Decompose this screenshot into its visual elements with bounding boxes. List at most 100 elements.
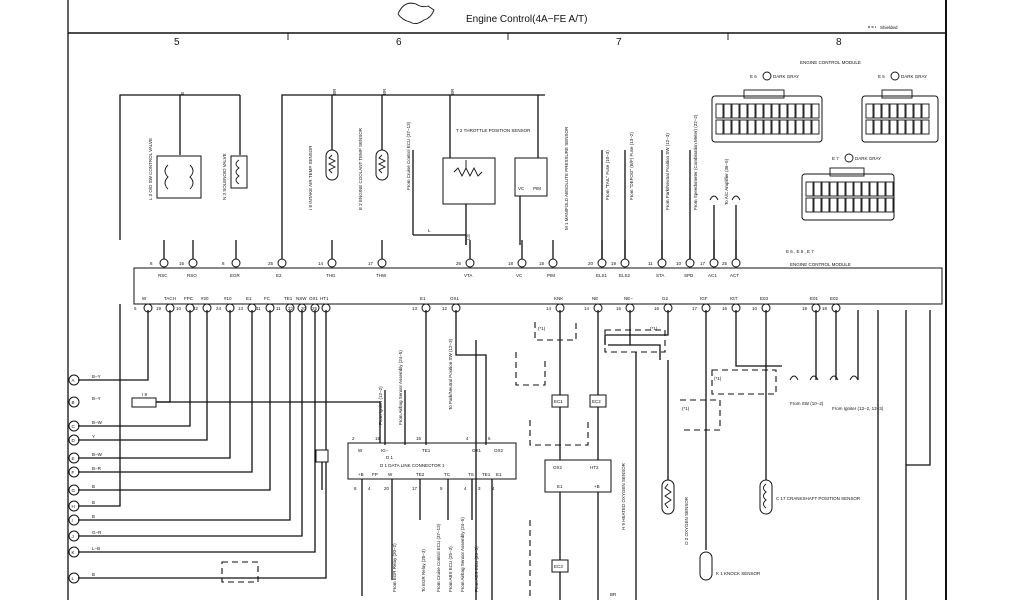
- ecm-bottom-pin-number: 25: [312, 306, 318, 311]
- ecm-top-pin: [377, 258, 387, 268]
- ecm-bottom-terminal-label: E01: [810, 296, 819, 301]
- ecm-bottom-pin-number: 24: [216, 306, 222, 311]
- connector-cell: [845, 197, 854, 213]
- dlc-bottom-terminal: TS: [468, 472, 474, 477]
- throttle-position-sensor: [442, 157, 496, 205]
- connector-cell: [881, 103, 890, 119]
- ecm-top-pin: [231, 258, 241, 268]
- cruise-note-2: From Cruise Control ECU (37−13): [436, 523, 441, 592]
- ecm-module-title: ENGINE CONTROL MODULE: [800, 60, 861, 65]
- wire-color-br: BR: [610, 592, 617, 597]
- column-number-5: 5: [174, 37, 180, 48]
- connector-cell: [921, 119, 930, 135]
- left-tap-letter: J: [72, 534, 74, 539]
- connector-cell: [861, 181, 870, 197]
- connector-e7-id: E 7: [832, 156, 839, 161]
- ecm-box-label: ENGINE CONTROL MODULE: [790, 262, 851, 267]
- connector-cell: [755, 119, 764, 135]
- ecm-bottom-pin-number: 10: [176, 306, 182, 311]
- ecm-top-terminal-label: VTA: [464, 273, 472, 278]
- ecm-bottom-terminal-label: TACH: [164, 296, 176, 301]
- vehicle-location-icon: [397, 2, 435, 25]
- n3-label: N 3 SOLENOID VALVE: [222, 153, 227, 200]
- ecm-bottom-pin-number: 19: [156, 306, 162, 311]
- ecm-top-terminal-label: ELS2: [619, 273, 631, 278]
- tail-fuse-note: From "TAIL" Fuse (10−3): [605, 150, 610, 200]
- ecm-top-terminal-label: RSO: [187, 273, 197, 278]
- ecm-top-pin: [548, 258, 558, 268]
- ecm-bottom-terminal-label: NSW: [296, 296, 307, 301]
- ecm-bottom-pin-number: 22: [288, 306, 294, 311]
- dlc-top-terminal: OX2: [494, 448, 504, 453]
- ecm-top-terminal-label: EGR: [230, 273, 241, 278]
- crankshaft-position-sensor: [759, 479, 773, 515]
- knock-sensor: [699, 551, 713, 581]
- ecm-bottom-terminal-label: #10: [224, 296, 232, 301]
- abs-ecu-note: From ABS ECU (25−3): [448, 546, 453, 592]
- i8-label: I 8 INTAKE AIR TEMP SENSOR: [308, 145, 313, 210]
- ecm-bottom-terminal-label: OX1: [450, 296, 460, 301]
- ac-amplifier-note: To A/C Amplifier (36−5): [724, 158, 729, 205]
- connector-cell: [739, 103, 748, 119]
- ecm-bottom-terminal-label: E02: [830, 296, 839, 301]
- diagram-title: Engine Control(4A−FE A/T): [466, 14, 587, 25]
- connector-cell: [787, 119, 796, 135]
- connector-cell: [913, 103, 922, 119]
- connector-cell: [795, 119, 804, 135]
- ecm-bottom-terminal-label: #20: [201, 296, 209, 301]
- ecm-bottom-terminal-label: FPC: [184, 296, 194, 301]
- ecm-bottom-pin-number: 11: [276, 306, 281, 311]
- left-tap-wire-color: B−Y: [92, 374, 101, 379]
- left-tap-letter: B: [72, 400, 75, 405]
- ecm-bottom-pin-number: 19: [802, 306, 808, 311]
- dlc-bottom-terminal: W: [388, 472, 393, 477]
- connector-e5-id: E 5: [878, 74, 885, 79]
- h9-oxs-label: OX2: [553, 465, 563, 470]
- wire-color-tags: B BR BR BR L LG BR: [180, 88, 617, 597]
- ecm-bottom-terminal-label: FC: [264, 296, 271, 301]
- ecm-top-pin-number: 25: [268, 261, 274, 266]
- left-tap-letter: F: [72, 470, 75, 475]
- ecm-bottom-terminals: W6TACH19FPC10#2022#1024E113FC11TE111NSW2…: [134, 296, 841, 313]
- ecm-bottom-terminal-label: HT1: [320, 296, 329, 301]
- connector-cell: [837, 197, 846, 213]
- ecm-top-terminal-label: RSC: [158, 273, 168, 278]
- connector-cell: [921, 103, 930, 119]
- ecm-top-pin-number: 14: [318, 261, 324, 266]
- left-tap-circle: [68, 514, 80, 526]
- connector-cell: [811, 103, 820, 119]
- splice-ec1-label: EC1: [554, 399, 563, 404]
- connector-cell: [865, 103, 874, 119]
- left-tap-letter: I: [72, 518, 73, 523]
- ecm-top-pin-number: 10: [676, 261, 682, 266]
- connector-cell: [865, 119, 874, 135]
- connector-cell: [813, 181, 822, 197]
- ecm-bottom-terminal-label: IGT: [730, 296, 738, 301]
- ecm-top-terminal-label: THG: [326, 273, 336, 278]
- left-tap-letter: A: [72, 378, 75, 383]
- connector-cell: [723, 103, 732, 119]
- dlc-top-terminal: TE1: [422, 448, 431, 453]
- connector-cell: [905, 103, 914, 119]
- splice-ec1-tag: (*1): [538, 326, 546, 331]
- column7-input-arrows: [601, 150, 741, 262]
- ecm-top-terminal-label: AC1: [708, 273, 717, 278]
- connector-cell: [889, 103, 898, 119]
- ecm-top-pin: [685, 258, 695, 268]
- connector-cell: [829, 197, 838, 213]
- dlc-bottom-pin: 8: [354, 486, 357, 491]
- ecm-bottom-pin-number: 22: [193, 306, 199, 311]
- connector-cell: [803, 103, 812, 119]
- ecm-bottom-pin-number: 11: [256, 306, 261, 311]
- connector-e6-body: [711, 95, 823, 143]
- column-number-7: 7: [616, 37, 622, 48]
- connector-cell: [747, 103, 756, 119]
- dlc-bottom-pin: 3: [478, 486, 481, 491]
- ecm-top-pin-number: 26: [456, 261, 462, 266]
- h9-b-label: +B: [594, 484, 600, 489]
- ecm-bottom-terminal-label: E03: [760, 296, 769, 301]
- connector-cell: [805, 181, 814, 197]
- dlc-top-terminal: IG−: [381, 448, 389, 453]
- connector-e6-color: DARK GRAY: [773, 74, 799, 79]
- connector-cell: [845, 181, 854, 197]
